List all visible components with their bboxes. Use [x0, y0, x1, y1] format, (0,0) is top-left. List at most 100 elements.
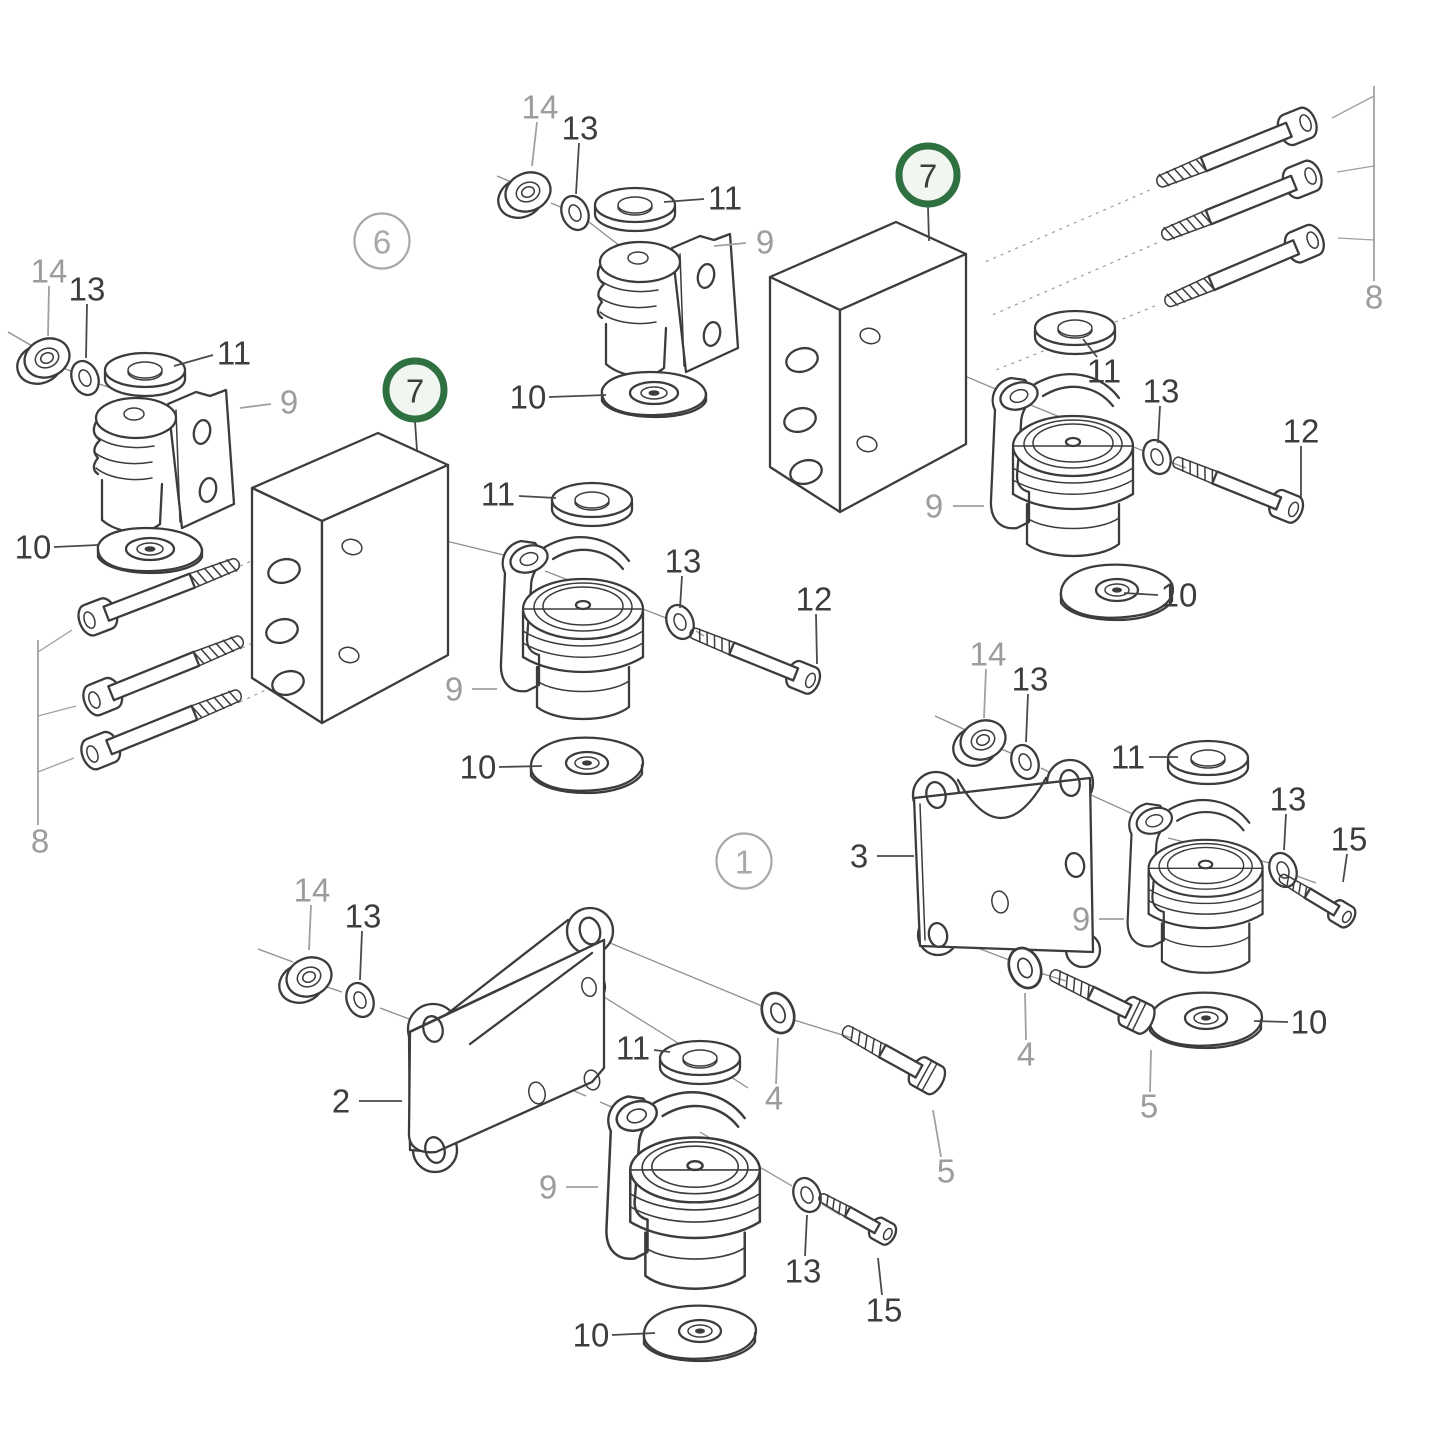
- circled-markers: 6 1 7 7: [353, 142, 961, 890]
- callout-label-13: 13: [1143, 373, 1180, 410]
- callout-label-9: 9: [445, 671, 463, 708]
- group-marker-number: 1: [735, 844, 753, 881]
- leader-line: [53, 544, 99, 548]
- leader-line: [679, 575, 683, 609]
- callout-label-3: 3: [850, 838, 868, 875]
- leader-line: [1342, 853, 1348, 883]
- callout-label-13: 13: [665, 543, 702, 580]
- highlight-marker-number: 7: [919, 158, 937, 195]
- leader-line: [239, 403, 272, 409]
- leader-line: [815, 613, 818, 665]
- mount-front-bottomright: [1126, 798, 1264, 974]
- leader-line: [983, 668, 987, 719]
- bracket-part-2: [406, 906, 615, 1174]
- leader-line: [1123, 592, 1159, 596]
- leader-line: [47, 285, 50, 337]
- callout-label-8: 8: [1365, 279, 1383, 316]
- callout-label-9: 9: [756, 224, 774, 261]
- callout-label-11: 11: [481, 476, 515, 513]
- callout-label-10: 10: [460, 749, 497, 786]
- leader-line: [1149, 1049, 1152, 1093]
- leader-line: [359, 930, 363, 981]
- bracket-part-3: [911, 758, 1102, 969]
- callout-label-14: 14: [522, 89, 559, 126]
- mount-back-center: [596, 232, 740, 419]
- leader-line: [877, 1257, 883, 1296]
- callout-label-12: 12: [1283, 413, 1320, 450]
- leader-line: [611, 1332, 656, 1336]
- group-marker-6[interactable]: 6: [353, 212, 411, 270]
- callout-label-9: 9: [925, 488, 943, 525]
- group-marker-number: 6: [373, 224, 391, 261]
- callout-label-5: 5: [937, 1153, 955, 1190]
- leader-line: [531, 121, 538, 167]
- leader-line: [518, 495, 557, 499]
- callout-label-4: 4: [765, 1080, 783, 1117]
- callout-label-8: 8: [31, 823, 49, 860]
- callout-label-10: 10: [510, 379, 547, 416]
- callout-label-14: 14: [31, 253, 68, 290]
- callout-label-9: 9: [539, 1169, 557, 1206]
- leader-line: [804, 1214, 808, 1257]
- spacer-block-left: [250, 431, 450, 725]
- callout-label-9: 9: [280, 384, 298, 421]
- callout-label-13: 13: [69, 271, 106, 308]
- leader-line: [308, 904, 312, 951]
- highlight-marker-ring: [895, 142, 961, 208]
- mount-front-topright: [989, 373, 1135, 558]
- callout-label-12: 12: [796, 581, 833, 618]
- highlight-marker-7[interactable]: 7: [895, 142, 961, 208]
- callout-label-13: 13: [345, 898, 382, 935]
- callout-label-15: 15: [866, 1292, 903, 1329]
- callout-label-10: 10: [15, 529, 52, 566]
- callout-label-10: 10: [1291, 1004, 1328, 1041]
- group-marker-ring: [353, 212, 411, 270]
- bolt-part-5: [834, 958, 1160, 1099]
- group-marker-1[interactable]: 1: [715, 832, 773, 890]
- highlight-marker-ring: [382, 357, 448, 423]
- leader-lines: [37, 86, 1375, 1336]
- callout-label-11: 11: [1087, 353, 1121, 390]
- leader-line: [1025, 693, 1029, 743]
- callout-label-10: 10: [573, 1317, 610, 1354]
- leader-line: [1253, 1020, 1289, 1023]
- callout-label-11: 11: [217, 335, 251, 372]
- highlight-marker-number: 7: [406, 373, 424, 410]
- leader-line: [85, 303, 88, 359]
- leader-line: [548, 394, 607, 398]
- callout-label-13: 13: [1012, 661, 1049, 698]
- callout-label-11: 11: [1111, 739, 1145, 776]
- callout-label-14: 14: [294, 872, 331, 909]
- callout-label-14: 14: [970, 636, 1007, 673]
- mount-back-left: [92, 388, 236, 575]
- highlight-leader: [927, 206, 930, 242]
- mount-front-bottomleft: [605, 1091, 762, 1290]
- callout-label-13: 13: [1270, 781, 1307, 818]
- leader-line: [1082, 338, 1098, 358]
- highlight-marker-7[interactable]: 7: [382, 357, 448, 423]
- leader-line: [663, 198, 705, 203]
- callout-label-11: 11: [616, 1030, 650, 1067]
- callout-label-13: 13: [562, 110, 599, 147]
- leader-line: [575, 142, 580, 195]
- highlight-leader: [414, 421, 418, 451]
- mount-front-middle: [499, 536, 645, 721]
- spacer-block-center: [768, 220, 968, 514]
- leader-line: [713, 242, 747, 247]
- callout-label-11: 11: [708, 180, 742, 217]
- leader-line: [653, 1049, 671, 1053]
- callout-label-15: 15: [1331, 821, 1368, 858]
- callout-label-5: 5: [1140, 1088, 1158, 1125]
- leader-line: [173, 354, 214, 367]
- leader-line: [1157, 405, 1161, 444]
- leader-line: [1283, 813, 1287, 851]
- leader-line: [498, 765, 543, 768]
- group-marker-ring: [715, 832, 773, 890]
- leader-line: [1024, 992, 1027, 1041]
- callout-label-13: 13: [785, 1253, 822, 1290]
- leader-line: [932, 1109, 942, 1158]
- leader-line: [775, 1037, 779, 1085]
